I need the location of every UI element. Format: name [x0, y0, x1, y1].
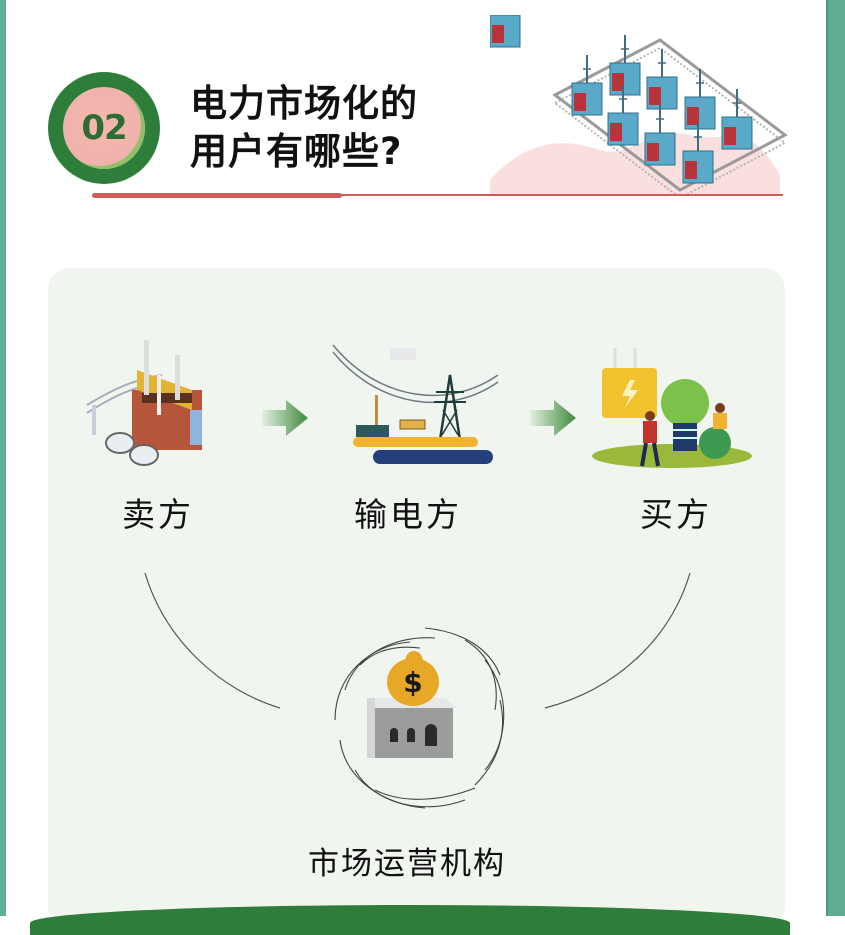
participant-label-seller: 卖方 — [122, 495, 194, 534]
participants-panel — [48, 268, 785, 928]
badge-inner-circle: 02 — [63, 87, 145, 169]
money-bag-building-icon: $ — [334, 627, 505, 809]
title-line-1: 电力市场化的 — [190, 82, 418, 125]
section-title: 电力市场化的 用户有哪些? — [190, 80, 418, 176]
arrow-right-icon — [530, 400, 576, 436]
participant-label-transmitter: 输电方 — [354, 495, 462, 534]
svg-text:$: $ — [403, 666, 422, 699]
title-line-2: 用户有哪些? — [190, 130, 403, 173]
transmission-tower-icon — [332, 344, 499, 464]
center-label-market-operator: 市场运营机构 — [308, 846, 506, 882]
badge-number: 02 — [81, 108, 127, 148]
title-underline-thick — [92, 193, 342, 198]
arrow-right-icon — [262, 400, 308, 436]
frame-right-border — [826, 0, 845, 916]
substation-transformers-icon — [490, 15, 788, 195]
lightbulb-consumer-icon — [592, 348, 752, 468]
section-number-badge: 02 — [48, 72, 160, 184]
connection-arcs — [144, 572, 691, 709]
title-underline-thin — [340, 194, 783, 196]
frame-left-border — [0, 0, 6, 916]
power-plant-icon — [86, 340, 202, 466]
participant-label-buyer: 买方 — [640, 495, 712, 534]
